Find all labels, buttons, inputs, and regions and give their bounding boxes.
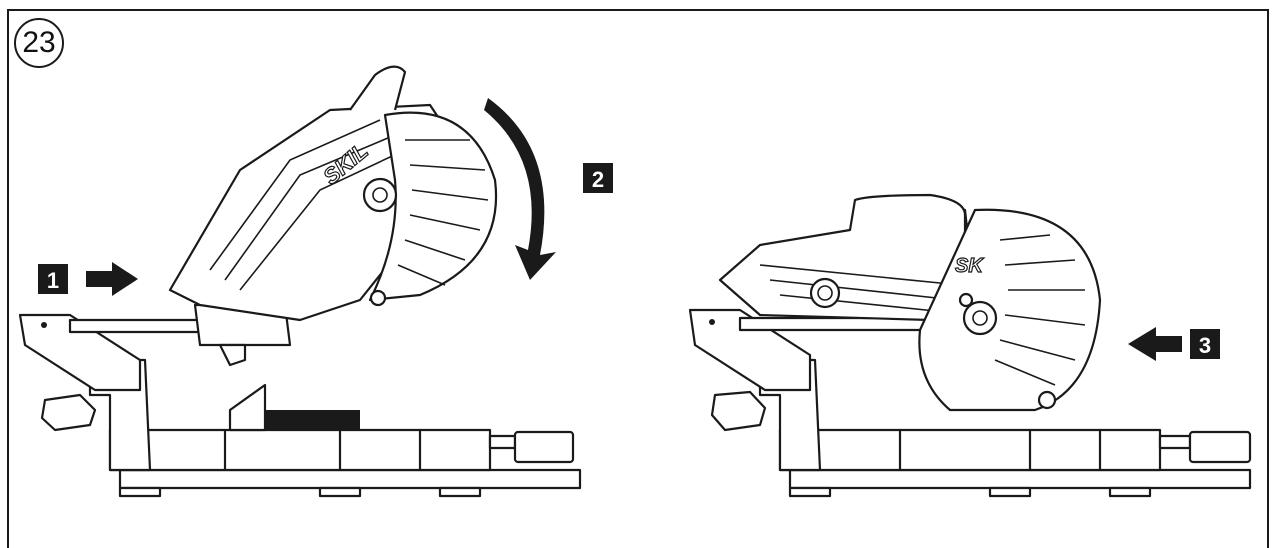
saw-table-2 (778, 428, 1162, 472)
curved-down-arrow-icon (484, 98, 556, 280)
top-handle-2 (848, 193, 967, 240)
fence (228, 383, 267, 432)
bevel-knob-2 (710, 390, 767, 432)
figure-frame (7, 9, 1269, 548)
right-arrow-icon (86, 262, 138, 296)
step-2-badge: 2 (583, 163, 613, 193)
blade-2 (918, 208, 1102, 412)
step-3-badge: 3 (1190, 329, 1220, 359)
left-arrow-icon (1128, 327, 1182, 361)
base-handle (513, 430, 575, 464)
slide-rail (68, 318, 202, 334)
base-handle-2 (1188, 430, 1252, 464)
miter-saw-raised: SKIL (18, 65, 582, 498)
slide-rail-bracket-2 (688, 308, 812, 392)
top-handle (349, 65, 407, 111)
bevel-knob (40, 393, 97, 432)
saw-base (118, 468, 582, 490)
pivot-knob-2 (809, 277, 841, 309)
slide-rail-bracket (18, 313, 142, 392)
brand-logo-2: SK (955, 255, 984, 277)
blade-arbor-2 (962, 300, 998, 336)
saw-base-2 (788, 468, 1252, 490)
blade (368, 111, 498, 302)
fence-black-pad (265, 410, 360, 430)
figure-number: 23 (14, 18, 64, 68)
step-1-badge: 1 (38, 264, 68, 294)
saw-table (108, 428, 492, 472)
miter-saw-lowered: SK (688, 193, 1252, 498)
blade-arbor (362, 177, 398, 213)
